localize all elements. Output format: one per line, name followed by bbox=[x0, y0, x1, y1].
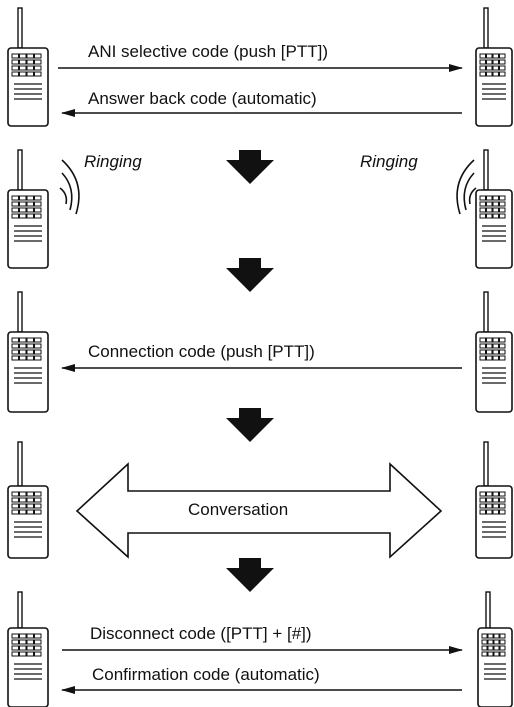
down-arrow-icon bbox=[226, 150, 274, 184]
handheld-radio-icon bbox=[7, 291, 49, 413]
ani-selective-code-label: ANI selective code (push [PTT]) bbox=[88, 42, 328, 61]
conversation-label: Conversation bbox=[188, 500, 289, 519]
connection-code-label: Connection code (push [PTT]) bbox=[88, 342, 315, 361]
handheld-radio-icon bbox=[7, 149, 49, 269]
down-arrow-icon bbox=[226, 558, 274, 592]
down-arrow-icon bbox=[226, 408, 274, 442]
left-ringing-waves bbox=[59, 159, 80, 215]
handheld-radio-icon bbox=[7, 591, 49, 707]
handheld-radio-icon bbox=[7, 7, 49, 127]
handheld-radio-icon bbox=[475, 149, 513, 269]
confirmation-code-label: Confirmation code (automatic) bbox=[92, 665, 320, 684]
right-ringing-waves bbox=[456, 159, 477, 215]
handheld-radio-icon bbox=[475, 7, 513, 127]
left-ringing-label: Ringing bbox=[84, 152, 142, 171]
handheld-radio-icon bbox=[475, 441, 513, 559]
down-arrow-icon bbox=[226, 258, 274, 292]
handheld-radio-icon bbox=[475, 291, 513, 413]
disconnect-code-label: Disconnect code ([PTT] + [#]) bbox=[90, 624, 312, 643]
conversation-double-arrow bbox=[75, 462, 443, 559]
answer-back-code-label: Answer back code (automatic) bbox=[88, 89, 317, 108]
right-ringing-label: Ringing bbox=[360, 152, 418, 171]
handheld-radio-icon bbox=[7, 441, 49, 559]
handheld-radio-icon bbox=[477, 591, 513, 707]
